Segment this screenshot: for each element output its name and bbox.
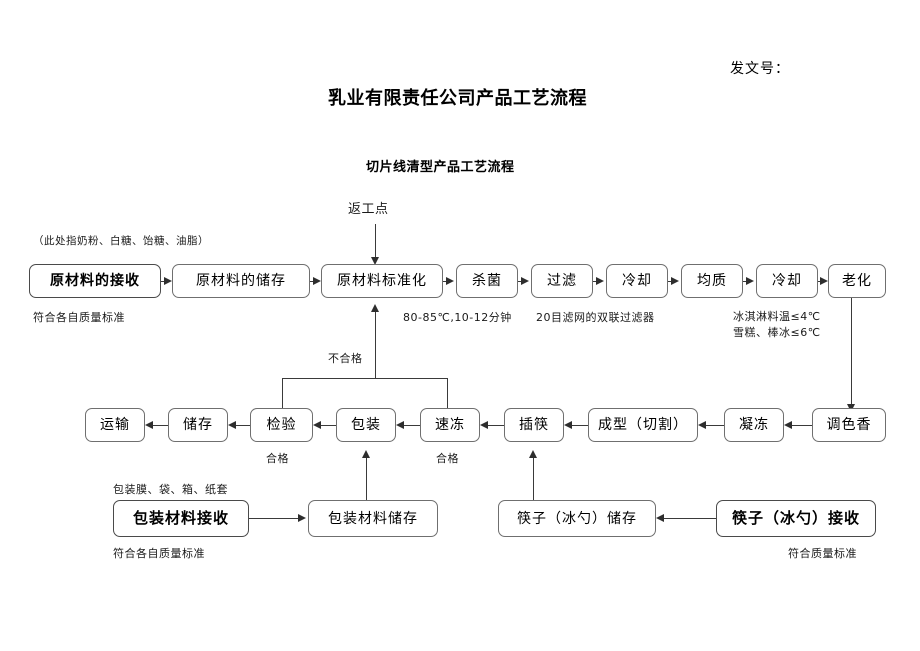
qualified-label-inspection: 合格	[266, 452, 289, 465]
cooling-temperature-note-icecream: 冰淇淋料温≤4℃	[733, 310, 821, 323]
node-forming-cutting[interactable]: 成型（切割）	[588, 408, 698, 442]
connector-congealing-to-forming	[706, 425, 724, 426]
node-packaging[interactable]: 包装	[336, 408, 396, 442]
arrowhead-right-homogenization	[671, 276, 679, 285]
node-cooling-2[interactable]: 冷却	[756, 264, 818, 298]
arrowhead-left-forming	[698, 420, 706, 429]
document-number-label: 发文号：	[730, 61, 790, 77]
arrowhead-down-to-standardization	[370, 257, 379, 265]
node-packaging-material-receiving[interactable]: 包装材料接收	[113, 500, 249, 537]
rework-point-label: 返工点	[348, 202, 389, 217]
arrowhead-up-to-packaging	[361, 450, 370, 458]
node-raw-material-receiving[interactable]: 原材料的接收	[29, 264, 161, 298]
connector-rework-to-quick-freezing	[447, 378, 448, 408]
arrowhead-left-storage	[228, 420, 236, 429]
node-sterilization[interactable]: 杀菌	[456, 264, 518, 298]
page-subtitle: 切片线清型产品工艺流程	[366, 160, 515, 175]
connector-inspection-to-storage	[236, 425, 250, 426]
filtration-parameter-note: 20目滤网的双联过滤器	[536, 311, 655, 324]
node-raw-material-standardization[interactable]: 原材料标准化	[321, 264, 443, 298]
node-congealing[interactable]: 凝冻	[724, 408, 784, 442]
arrowhead-left-stickinsertion	[564, 420, 572, 429]
connector-sterilization-to-filtration	[518, 281, 523, 282]
connector-rework-to-standardization	[375, 224, 376, 259]
cooling-temperature-note-popsicle: 雪糕、棒冰≤6℃	[733, 326, 821, 339]
packaging-material-standard-note: 符合各自质量标准	[113, 547, 205, 560]
arrowhead-left-inspection	[313, 420, 321, 429]
node-filtration[interactable]: 过滤	[531, 264, 593, 298]
connector-packaging-to-inspection	[321, 425, 336, 426]
arrowhead-right-cooling1	[596, 276, 604, 285]
connector-rework-riser	[375, 312, 376, 378]
raw-material-standard-note: 符合各自质量标准	[33, 311, 125, 324]
connector-homogenization-to-cooling2	[743, 281, 748, 282]
node-quick-freezing[interactable]: 速冻	[420, 408, 480, 442]
node-cooling-1[interactable]: 冷却	[606, 264, 668, 298]
node-aging[interactable]: 老化	[828, 264, 886, 298]
node-packaging-material-storage[interactable]: 包装材料储存	[308, 500, 438, 537]
arrowhead-right-cooling2	[746, 276, 754, 285]
connector-quickfreezing-to-packaging	[404, 425, 420, 426]
connector-storage-to-standardization	[310, 281, 315, 282]
raw-material-hint: （此处指奶粉、白糖、饴糖、油脂）	[33, 235, 209, 247]
arrowhead-left-congealing	[784, 420, 792, 429]
arrowhead-right-standardization	[313, 276, 321, 285]
node-chopstick-receiving[interactable]: 筷子（冰勺）接收	[716, 500, 876, 537]
arrowhead-left-quickfreezing	[480, 420, 488, 429]
node-color-flavoring[interactable]: 调色香	[812, 408, 886, 442]
sterilization-parameter-note: 80-85℃,10-12分钟	[403, 311, 512, 324]
node-transport[interactable]: 运输	[85, 408, 145, 442]
node-inspection[interactable]: 检验	[250, 408, 313, 442]
node-homogenization[interactable]: 均质	[681, 264, 743, 298]
connector-rework-to-inspection	[282, 378, 283, 408]
node-chopstick-storage[interactable]: 筷子（冰勺）储存	[498, 500, 656, 537]
arrowhead-right-aging	[820, 276, 828, 285]
arrowhead-up-to-standardization	[370, 304, 379, 312]
arrowhead-left-transport	[145, 420, 153, 429]
arrowhead-right-storage	[164, 276, 172, 285]
connector-colorflavoring-to-congealing	[792, 425, 812, 426]
arrowhead-right-pkgstorage	[298, 513, 306, 522]
arrowhead-up-to-stickinsertion	[528, 450, 537, 458]
connector-forming-to-stickinsertion	[572, 425, 588, 426]
connector-pkgreceiving-to-pkgstorage	[249, 518, 300, 519]
node-raw-material-storage[interactable]: 原材料的储存	[172, 264, 310, 298]
node-storage[interactable]: 储存	[168, 408, 228, 442]
connector-cooling2-to-aging	[818, 281, 821, 282]
connector-aging-to-color-flavoring	[851, 298, 852, 406]
unqualified-label: 不合格	[328, 352, 363, 365]
arrowhead-right-filtration	[521, 276, 529, 285]
connector-rework-bar	[282, 378, 448, 379]
packaging-material-hint: 包装膜、袋、箱、纸套	[113, 483, 228, 496]
connector-chopstickstorage-to-stickinsertion	[533, 458, 534, 500]
page-title: 乳业有限责任公司产品工艺流程	[328, 88, 587, 109]
connector-chopstickreceiving-to-chopstickstorage	[664, 518, 716, 519]
chopstick-standard-note: 符合质量标准	[788, 547, 857, 560]
arrowhead-left-chopstickstorage	[656, 513, 664, 522]
connector-filtration-to-cooling1	[593, 281, 598, 282]
connector-receiving-to-storage	[161, 281, 166, 282]
connector-stickinsertion-to-quickfreezing	[488, 425, 504, 426]
connector-storage-to-transport	[153, 425, 168, 426]
arrowhead-left-packaging	[396, 420, 404, 429]
connector-cooling1-to-homogenization	[668, 281, 673, 282]
connector-standardization-to-sterilization	[443, 281, 448, 282]
connector-pkgstorage-to-packaging	[366, 458, 367, 500]
qualified-label-quickfreezing: 合格	[436, 452, 459, 465]
arrowhead-right-sterilization	[446, 276, 454, 285]
node-stick-insertion[interactable]: 插筷	[504, 408, 564, 442]
